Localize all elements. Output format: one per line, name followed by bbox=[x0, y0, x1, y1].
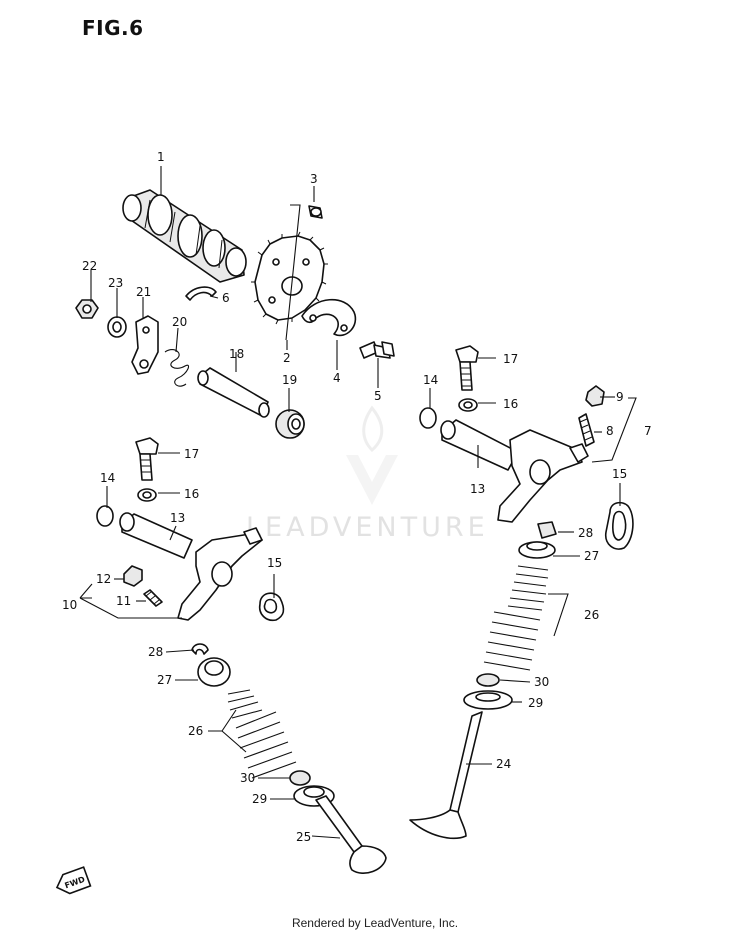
retainer-27-left bbox=[197, 657, 231, 687]
bearing-19 bbox=[275, 409, 305, 439]
bolt-17-right bbox=[455, 345, 479, 391]
o-ring-14-right bbox=[419, 407, 437, 429]
rocker-shaft-13-left bbox=[119, 512, 193, 559]
bolt-17-left bbox=[135, 437, 159, 481]
callout-1: 1 bbox=[157, 150, 165, 164]
callout-2: 2 bbox=[283, 351, 291, 365]
shaft-18 bbox=[197, 367, 270, 418]
fwd-arrow-icon: FWD bbox=[55, 866, 92, 895]
callout-9: 9 bbox=[616, 390, 624, 404]
rocker-arm-10 bbox=[177, 527, 263, 621]
bolt-5 bbox=[359, 341, 395, 359]
gasket-15-left bbox=[258, 592, 285, 622]
callout-26-right: 26 bbox=[584, 608, 599, 622]
callout-12: 12 bbox=[96, 572, 111, 586]
camshaft bbox=[122, 189, 247, 283]
callout-13-left: 13 bbox=[170, 511, 185, 525]
callout-30-left: 30 bbox=[240, 771, 255, 785]
adjuster-screw-8 bbox=[578, 413, 595, 447]
nut-9 bbox=[585, 385, 605, 407]
callout-30-right: 30 bbox=[534, 675, 549, 689]
callout-24: 24 bbox=[496, 757, 511, 771]
callout-29-left: 29 bbox=[252, 792, 267, 806]
callout-13-right: 13 bbox=[470, 482, 485, 496]
callout-28-left: 28 bbox=[148, 645, 163, 659]
leader-lines bbox=[79, 166, 637, 839]
o-ring-14-left bbox=[96, 505, 114, 527]
callout-23: 23 bbox=[108, 276, 123, 290]
rocker-arm-7 bbox=[497, 429, 589, 523]
plate-21 bbox=[131, 315, 159, 375]
callout-labels: 1 2 3 4 5 6 7 8 9 10 11 12 13 13 14 14 1… bbox=[62, 150, 652, 844]
callout-22: 22 bbox=[82, 259, 97, 273]
seal-30-left bbox=[289, 770, 311, 786]
footer-credit: Rendered by LeadVenture, Inc. bbox=[291, 916, 459, 930]
callout-7: 7 bbox=[644, 424, 652, 438]
callout-10: 10 bbox=[62, 598, 77, 612]
cotter-28-left bbox=[191, 643, 209, 655]
callout-18: 18 bbox=[229, 347, 244, 361]
callout-16-right: 16 bbox=[503, 397, 518, 411]
callout-29-right: 29 bbox=[528, 696, 543, 710]
spring-seat-29-right bbox=[463, 690, 513, 710]
callout-21: 21 bbox=[136, 285, 151, 299]
valve-spring-26-left bbox=[227, 689, 297, 779]
callout-20: 20 bbox=[172, 315, 187, 329]
seal-30-right bbox=[476, 673, 500, 687]
callout-25: 25 bbox=[296, 830, 311, 844]
cam-sprocket bbox=[251, 231, 328, 325]
intake-valve-25 bbox=[315, 795, 387, 874]
retainer-plate bbox=[301, 298, 357, 337]
callout-15-right: 15 bbox=[612, 467, 627, 481]
callout-11: 11 bbox=[116, 594, 131, 608]
nut-12 bbox=[123, 565, 143, 587]
callout-19: 19 bbox=[282, 373, 297, 387]
spring-20 bbox=[164, 349, 190, 387]
callout-4: 4 bbox=[333, 371, 341, 385]
callout-17-right: 17 bbox=[503, 352, 518, 366]
callout-27-right: 27 bbox=[584, 549, 599, 563]
callout-27-left: 27 bbox=[157, 673, 172, 687]
callout-14-right: 14 bbox=[423, 373, 438, 387]
rocker-shaft-13-right bbox=[440, 419, 519, 471]
retainer-27-right bbox=[518, 541, 556, 559]
callout-15-left: 15 bbox=[267, 556, 282, 570]
clip-6 bbox=[185, 286, 217, 301]
callout-17-left: 17 bbox=[184, 447, 199, 461]
callout-6: 6 bbox=[222, 291, 230, 305]
washer-23 bbox=[107, 316, 127, 338]
cotter-28-right bbox=[537, 521, 557, 539]
adjuster-screw-11 bbox=[143, 589, 163, 607]
valve-spring-26-right bbox=[483, 565, 549, 671]
callout-8: 8 bbox=[606, 424, 614, 438]
washer-16-left bbox=[137, 488, 157, 502]
callout-3: 3 bbox=[310, 172, 318, 186]
callout-14-left: 14 bbox=[100, 471, 115, 485]
callout-28-right: 28 bbox=[578, 526, 593, 540]
nut-22 bbox=[75, 299, 99, 319]
watermark-text: LEADVENTURE bbox=[246, 512, 489, 543]
washer-16-right bbox=[458, 398, 478, 412]
dowel-pin bbox=[308, 205, 323, 219]
callout-26-left: 26 bbox=[188, 724, 203, 738]
callout-16-left: 16 bbox=[184, 487, 199, 501]
callout-5: 5 bbox=[374, 389, 382, 403]
figure-title: FIG.6 bbox=[82, 16, 144, 40]
exhaust-valve-24 bbox=[409, 711, 483, 840]
gasket-15-right bbox=[604, 501, 634, 550]
watermark-logo bbox=[346, 405, 398, 505]
